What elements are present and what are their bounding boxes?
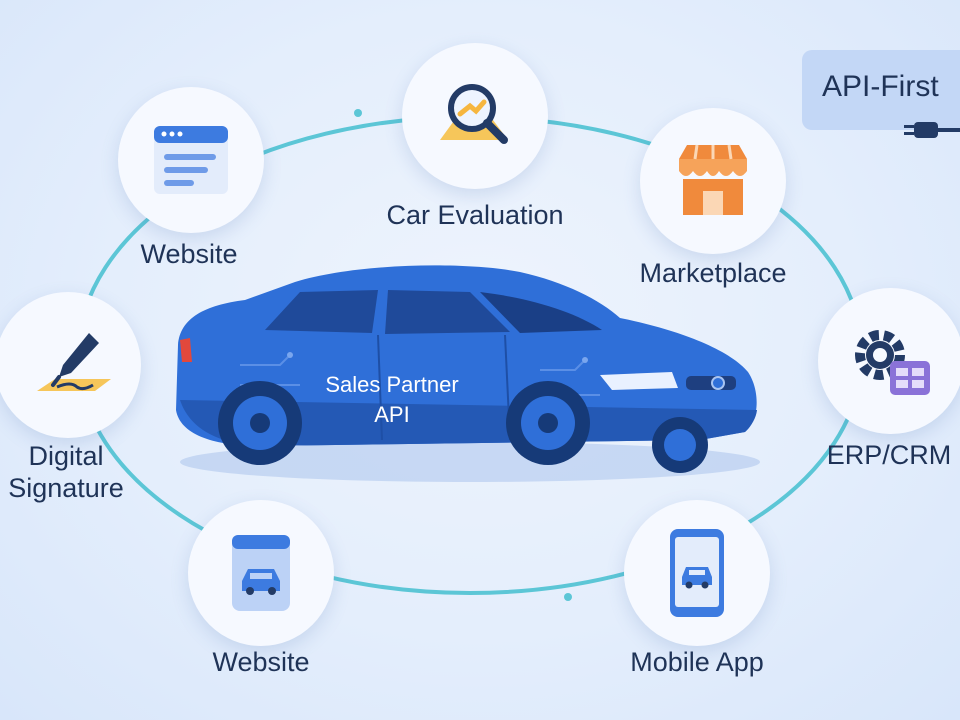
api-first-badge: API-First: [802, 50, 960, 138]
car-caption-line2: API: [374, 402, 410, 427]
label-digital-signature-line2: Signature: [8, 473, 124, 503]
label-marketplace: Marketplace: [639, 258, 787, 288]
label-erp-crm: ERP/CRM: [826, 440, 952, 470]
mobile-phone-icon: [670, 529, 724, 617]
label-mobile-app: Mobile App: [630, 647, 764, 677]
gear-grid-icon: [855, 330, 930, 395]
label-digital-signature: Digital Signature: [8, 440, 124, 504]
magnifier-chart-icon: [440, 84, 508, 144]
car-caption: Sales Partner API: [325, 370, 458, 430]
node-website-top[interactable]: [118, 87, 264, 233]
label-car-evaluation: Car Evaluation: [386, 200, 564, 230]
node-website-bottom[interactable]: [188, 500, 334, 646]
node-car-evaluation[interactable]: [402, 43, 548, 189]
plug-icon: [904, 122, 960, 138]
car-page-icon: [232, 535, 290, 611]
node-mobile-app[interactable]: [624, 500, 770, 646]
node-erp-crm[interactable]: [818, 288, 960, 434]
pen-signature-icon: [37, 333, 111, 391]
api-first-label: API-First: [822, 70, 939, 103]
label-digital-signature-line1: Digital: [28, 441, 104, 471]
node-digital-signature[interactable]: [0, 292, 141, 438]
storefront-icon: [679, 144, 747, 215]
label-website-bottom: Website: [212, 647, 310, 677]
label-website-top: Website: [140, 239, 238, 269]
node-marketplace[interactable]: [640, 108, 786, 254]
browser-window-icon: [154, 126, 228, 194]
car-caption-line1: Sales Partner: [325, 372, 459, 397]
